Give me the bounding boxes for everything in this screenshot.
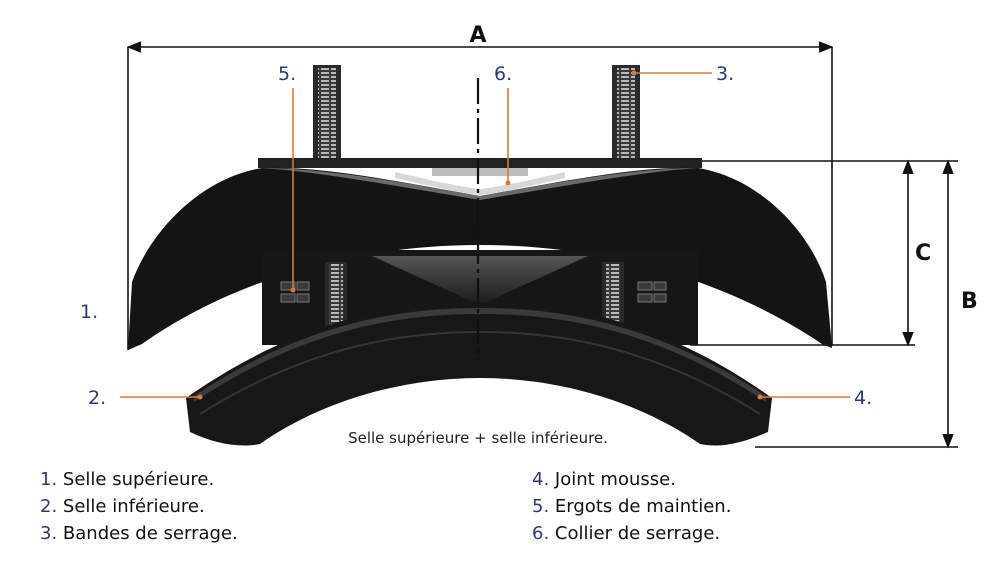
legend-right-column: 4. Joint mousse. 5. Ergots de maintien. … [532, 466, 731, 547]
legend-left-column: 1. Selle supérieure. 2. Selle inférieure… [40, 466, 238, 547]
legend-num: 2. [40, 496, 58, 517]
legend-label: Bandes de serrage. [62, 523, 238, 544]
holding-lugs-left [280, 281, 310, 303]
legend-label: Selle supérieure. [62, 469, 215, 490]
upper-saddle [128, 158, 832, 350]
figure-caption: Selle supérieure + selle inférieure. [348, 429, 608, 447]
dimension-c-label: C [915, 241, 931, 266]
legend-label: Selle inférieure. [62, 496, 205, 517]
callout-3: 3. [716, 63, 734, 85]
holding-lugs-right [637, 281, 667, 303]
legend-item-3: 3. Bandes de serrage. [40, 520, 238, 547]
legend-item-4: 4. Joint mousse. [532, 466, 731, 493]
central-inner-triangle [372, 256, 588, 305]
dimension-b-label: B [961, 289, 978, 314]
legend-label: Ergots de maintien. [554, 496, 732, 517]
dimension-lines [126, 41, 958, 449]
legend-num: 6. [532, 523, 550, 544]
collar-top [432, 168, 528, 176]
upper-saddle-shell [128, 167, 832, 350]
foam-seal [194, 308, 766, 402]
lower-saddle [186, 302, 772, 446]
upper-saddle-top-plate [258, 158, 702, 168]
leader-lines [120, 70, 850, 400]
legend-num: 1. [40, 469, 58, 490]
callout-6: 6. [494, 63, 512, 85]
legend-label: Joint mousse. [554, 469, 676, 490]
legend-item-5: 5. Ergots de maintien. [532, 493, 731, 520]
legend-num: 3. [40, 523, 58, 544]
callout-4: 4. [854, 387, 872, 409]
upper-saddle-inner-surface [262, 168, 698, 200]
legend-num: 4. [532, 469, 550, 490]
legend-item-6: 6. Collier de serrage. [532, 520, 731, 547]
legend-item-1: 1. Selle supérieure. [40, 466, 238, 493]
callout-1: 1. [80, 301, 98, 323]
clamping-bands [313, 65, 640, 165]
callout-5: 5. [278, 63, 296, 85]
legend-num: 5. [532, 496, 550, 517]
dimension-a-label: A [469, 23, 486, 48]
legend-item-2: 2. Selle inférieure. [40, 493, 238, 520]
lower-saddle-shell [186, 302, 772, 446]
callout-2: 2. [88, 387, 106, 409]
legend-label: Collier de serrage. [554, 523, 721, 544]
